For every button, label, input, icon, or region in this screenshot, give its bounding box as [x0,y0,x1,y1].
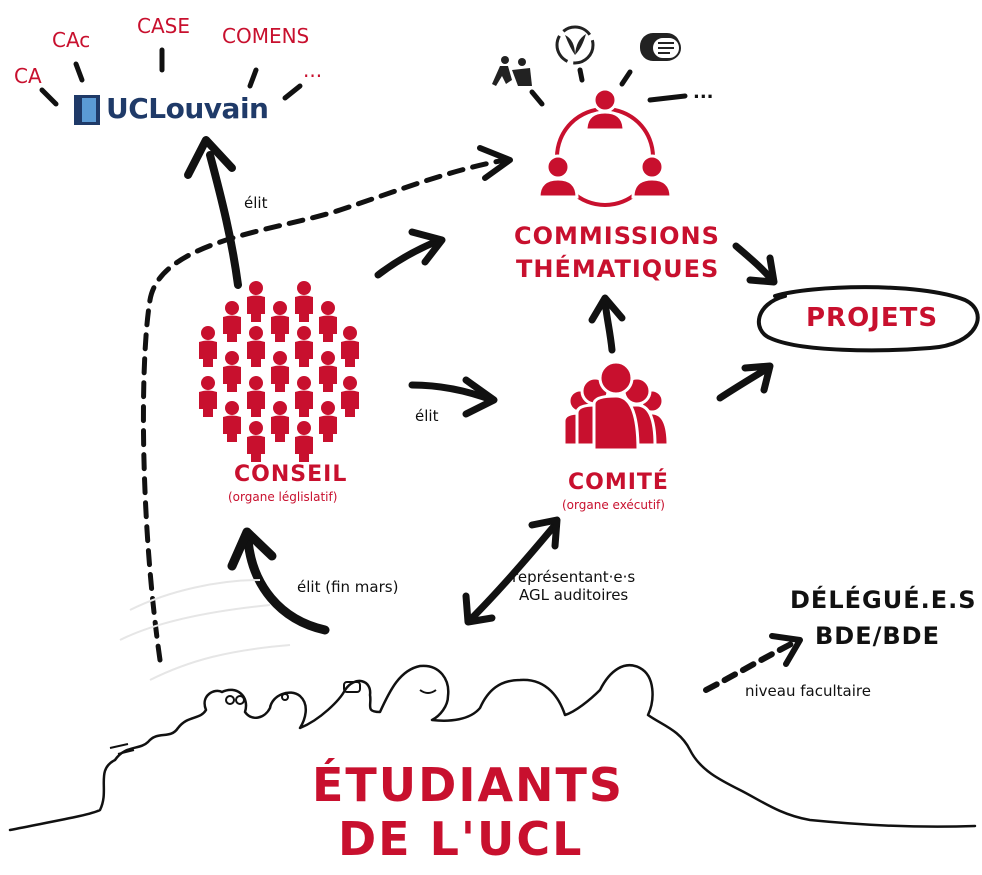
edge-label-conseil-comite: élit [415,407,439,425]
commissions-icon-dashes [529,67,688,107]
projets-ellipse [756,285,980,353]
comite-group-icon [562,360,670,452]
students-to-commissions-dashed-arrow [140,157,508,663]
arrowhead [477,145,513,181]
students-to-delegues-dashed-arrow [703,639,798,693]
arrowhead [408,228,446,266]
arrowhead [769,633,803,667]
students-to-conseil-arrow [243,535,330,635]
conseil-subtitle: (organe léglislatif) [228,490,338,504]
commissions-to-projets-arrow [732,242,776,284]
body-label-more: ... [303,58,323,82]
uclouvain-logo-mark [74,95,100,125]
arrowhead [746,254,778,286]
commissions-more: ... [693,82,714,103]
edge-label-conseil-ucl: élit [244,194,268,212]
students-crowd-drawing [8,664,977,832]
delegues-line2: BDE/BDE [815,622,940,650]
body-label-comens: COMENS [222,24,310,48]
conseil-to-commissions-arrow [374,236,444,279]
comite-subtitle: (organe exécutif) [562,498,665,512]
students-comite-double-arrow [466,521,559,624]
leaf-cycle-icon [555,25,595,65]
student-face-details [109,681,437,755]
arrowhead [462,376,498,418]
edge-label-niveau-facultaire: niveau facultaire [745,682,871,700]
helping-hands-icon [492,56,532,86]
arrowhead [741,362,774,394]
conseil-crowd-icon [199,281,359,462]
conseil-to-ucl-arrow [206,151,242,289]
arrowhead [184,136,236,179]
commissions-title-line2: THÉMATIQUES [516,255,720,283]
conseil-title: CONSEIL [234,462,348,487]
speech-bubble-icon [640,33,681,61]
commissions-group-icon [537,87,673,207]
students-title-line1: ÉTUDIANTS [312,758,625,812]
arrowhead [462,592,496,626]
projets-label: PROJETS [806,303,939,333]
ucl-connector-dashes [39,47,303,107]
commissions-title-line1: COMMISSIONS [514,222,720,250]
uclouvain-brand: UCLouvain [106,92,269,125]
conseil-to-comite-arrow [408,381,496,404]
body-label-case: CASE [137,14,190,38]
arrowhead [588,294,626,324]
edge-label-agl: AGL auditoires [519,586,629,604]
crowd-sketch-lines [119,579,291,681]
students-title-line2: DE L'UCL [338,812,584,866]
delegues-line1: DÉLÉGUÉ.E.S [790,586,977,614]
body-label-cac: CAc [52,28,91,52]
edge-label-representants: représentant·e·s [512,568,636,586]
comite-to-projets-arrow [716,364,772,402]
edge-label-students-conseil: élit (fin mars) [297,578,399,596]
comite-title: COMITÉ [568,470,669,495]
arrowhead [227,527,277,571]
body-label-ca: CA [14,64,42,88]
arrowhead [528,516,561,550]
